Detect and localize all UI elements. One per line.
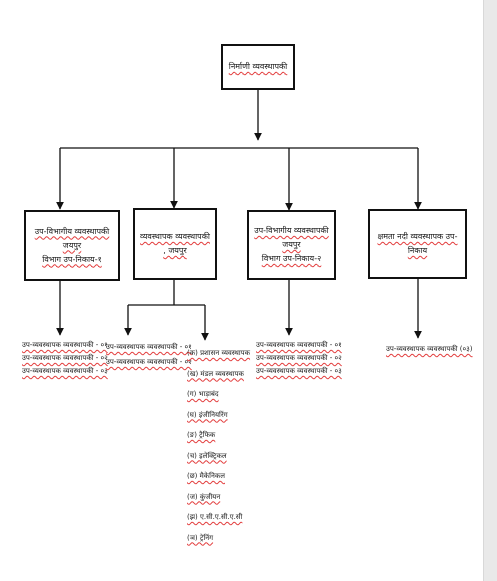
root-label: निर्माणी व्यवस्थापकी [228,62,288,71]
document-page: निर्माणी व्यवस्थापकी उप-विभागीय व्यवस्था… [0,0,484,581]
branch-2-label: व्यवस्थापक व्यवस्थापकी , जयपुर [140,232,210,255]
branch-1-label: उप-विभागीय व्यवस्थापकी जयपुर विभाग उप-नि… [34,226,110,264]
list-item: उप-व्यवस्थापक व्यवस्थापकी - ०१ [22,341,108,349]
list-item: (ञ) ट्रेनिंग [187,533,214,542]
branch-3-list: उप-व्यवस्थापक व्यवस्थापकी - ०१ उप-व्यवस्… [256,339,342,378]
branch-node-4: क्षमता नदी व्यवस्थापक उप-निकाय [368,209,467,279]
branch-2-sub-list: (क) प्रशासन व्यवस्थापक (ख) मंडल व्यवस्था… [187,343,250,548]
list-item: उप-व्यवस्थापक व्यवस्थापकी - ०२ [22,354,108,362]
connector-lines [56,90,422,341]
list-item: (घ) इंजीनियरिंग [187,410,228,419]
branch-node-3: उप-विभागीय व्यवस्थापकी जयपुर विभाग उप-नि… [247,210,336,280]
list-item: उप-व्यवस्थापक व्यवस्थापकी (०३) [386,345,473,353]
list-item: (ङ) ट्रैफिक [187,431,216,439]
list-item: (छ) मैकेनिकल [187,472,225,480]
list-item: (च) इलेक्ट्रिकल [187,451,227,460]
list-item: उप-व्यवस्थापक व्यवस्थापकी - ०१ [256,341,342,349]
branch-1-list: उप-व्यवस्थापक व्यवस्थापकी - ०१ उप-व्यवस्… [22,339,108,378]
list-item: उप-व्यवस्थापक व्यवस्थापकी - ०२ [106,358,192,366]
list-item: (ज) कुंजीयन [187,492,221,501]
list-item: (ख) मंडल व्यवस्थापक [187,369,244,378]
root-node: निर्माणी व्यवस्थापकी [221,44,295,90]
list-item: (क) प्रशासन व्यवस्थापक [187,349,251,357]
branch-3-label: उप-विभागीय व्यवस्थापकी जयपुर विभाग उप-नि… [254,226,329,263]
branch-node-2: व्यवस्थापक व्यवस्थापकी , जयपुर [133,208,217,280]
list-item: (झ) ए.सी.ए.सी.ए.सी [187,513,243,521]
branch-node-1: उप-विभागीय व्यवस्थापकी जयपुर विभाग उप-नि… [24,210,120,281]
vertical-scrollbar[interactable] [484,0,497,581]
list-item: उप-व्यवस्थापक व्यवस्थापकी - ०१ [106,343,192,351]
branch-4-label: क्षमता नदी व्यवस्थापक उप-निकाय [377,232,458,255]
branch-4-list: उप-व्यवस्थापक व्यवस्थापकी (०३) [386,343,472,356]
list-item: उप-व्यवस्थापक व्यवस्थापकी - ०३ [22,367,108,375]
branch-2-list: उप-व्यवस्थापक व्यवस्थापकी - ०१ उप-व्यवस्… [106,340,192,370]
list-item: उप-व्यवस्थापक व्यवस्थापकी - ०२ [256,354,342,362]
list-item: (ग) भाड़ाबंद [187,390,219,398]
list-item: उप-व्यवस्थापक व्यवस्थापकी - ०३ [256,367,342,375]
